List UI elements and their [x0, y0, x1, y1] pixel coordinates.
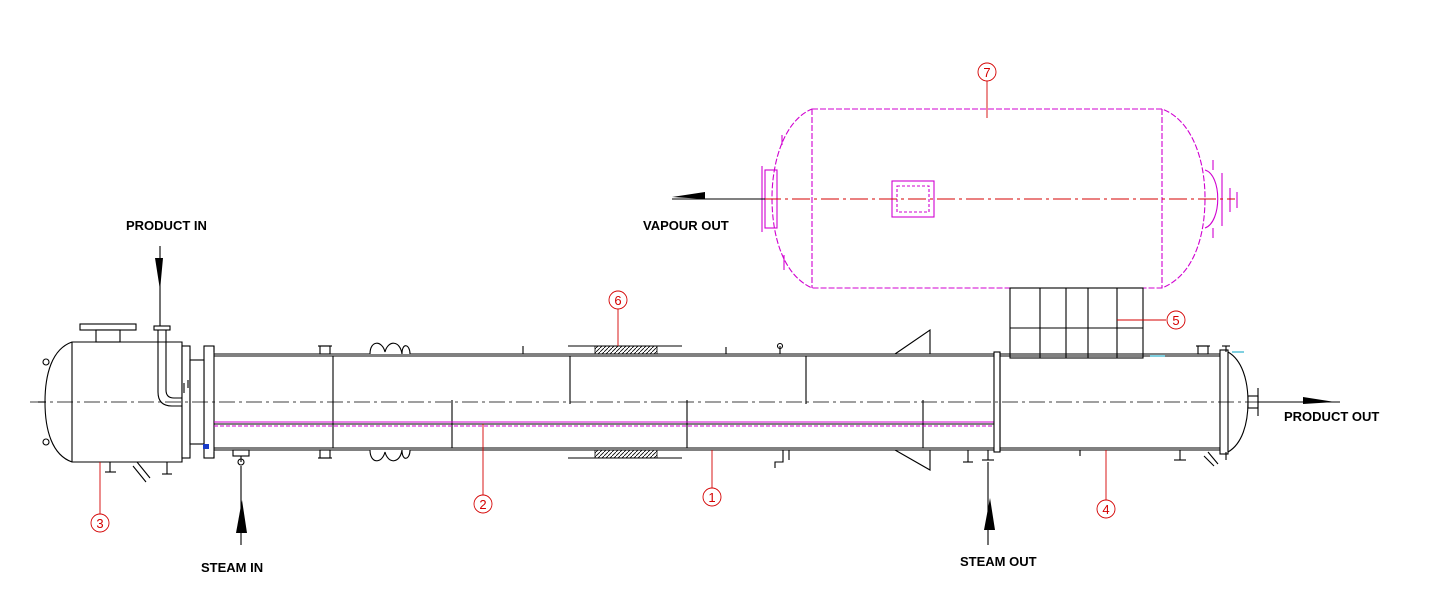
flow-arrows: [155, 192, 1340, 545]
balloon-2-text: 2: [479, 497, 486, 512]
vapour-separator: [705, 108, 1238, 289]
balloon-3-text: 3: [96, 516, 103, 531]
vapour-out-label: VAPOUR OUT: [643, 218, 729, 233]
balloon-3: 3: [90, 513, 110, 533]
product-in-pipe: [153, 325, 182, 407]
balloon-4: 4: [1096, 499, 1116, 519]
balloon-6-text: 6: [614, 293, 621, 308]
balloon-2: 2: [473, 494, 493, 514]
balloon-1-text: 1: [708, 490, 715, 505]
balloon-6: 6: [608, 290, 628, 310]
balloon-7: 7: [977, 62, 997, 82]
balloon-7-text: 7: [983, 65, 990, 80]
balloon-4-text: 4: [1102, 502, 1109, 517]
balloon-5-text: 5: [1172, 313, 1179, 328]
product-in-label: PRODUCT IN: [126, 218, 207, 233]
connecting-legs: [1009, 287, 1144, 359]
balloon-leaders: [99, 81, 1166, 514]
inlet-header: [38, 323, 215, 483]
balloon-1: 1: [702, 487, 722, 507]
product-out-label: PRODUCT OUT: [1284, 409, 1379, 424]
outlet-shell: [1000, 345, 1259, 467]
steam-out-label: STEAM OUT: [960, 554, 1037, 569]
main-shell: [214, 328, 1000, 471]
steam-in-label: STEAM IN: [201, 560, 263, 575]
balloon-5: 5: [1166, 310, 1186, 330]
